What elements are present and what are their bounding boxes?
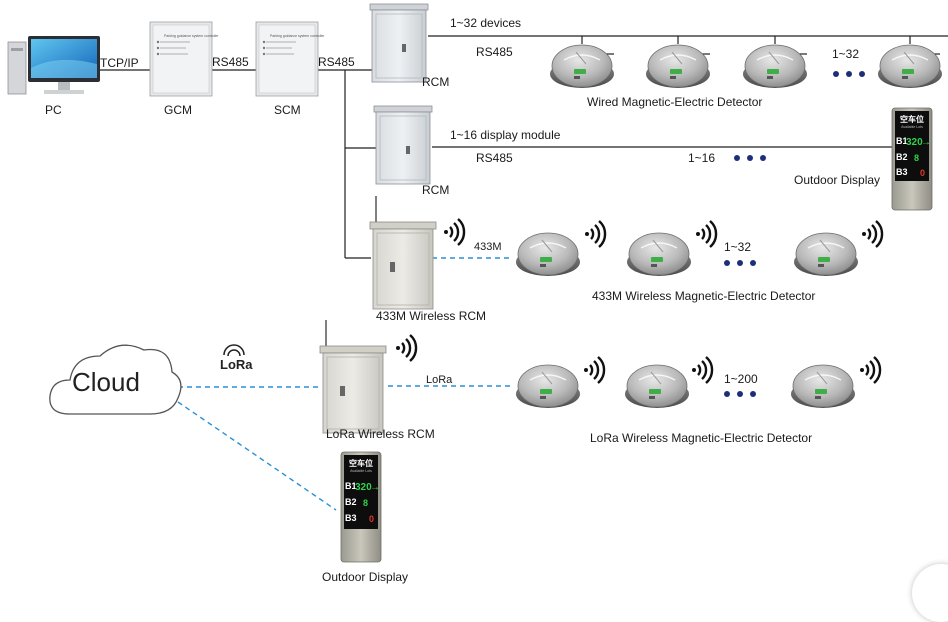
rcm-cabinet-1: [369, 3, 429, 83]
wired-count-label: 1~32: [832, 47, 859, 61]
cloud-icon: [49, 344, 182, 415]
m433-detector-3-signal-icon: [860, 219, 884, 249]
rcm-433m-signal-icon: [442, 217, 466, 247]
outdoor-display-2-label: Outdoor Display: [322, 570, 408, 584]
sign-2-row2-value: 8: [363, 498, 368, 508]
lora-ellipsis-dots: [724, 391, 756, 397]
sign-2-row3-value: 0: [369, 514, 374, 524]
m433-detector-2-signal-icon: [694, 219, 718, 249]
network-topology-diagram: PC TCP/IP GCM Parking guidance system co…: [7, 3, 948, 584]
wireless-connections: [177, 257, 510, 511]
display-ellipsis-dots: [734, 155, 766, 161]
m433-count-label: 1~32: [724, 240, 751, 254]
sign-1-row1-level: B1: [896, 136, 908, 146]
display-count-label: 1~16: [688, 151, 715, 165]
rcm-1-label: RCM: [422, 75, 449, 89]
rs485-row2-label: RS485: [476, 151, 513, 165]
lora-logo-text: LoRa: [220, 357, 253, 372]
lora-detector-caption: LoRa Wireless Magnetic-Electric Detector: [590, 431, 812, 445]
m433-detector-1: [515, 232, 581, 277]
pc-label: PC: [45, 103, 62, 117]
sign-2-row3-level: B3: [345, 513, 357, 523]
wired-detector-1: [549, 44, 615, 89]
gcm-panel-text: Parking guidance system controller: [164, 34, 219, 38]
rcm-lora-cabinet: [319, 319, 387, 434]
sign-1-header: 空车位: [900, 114, 924, 124]
sign-2-row1-arrow: →: [370, 482, 380, 493]
scm-label: SCM: [274, 103, 301, 117]
rcm-lora-label: LoRa Wireless RCM: [326, 427, 435, 441]
lora-detector-2-signal-icon: [690, 355, 714, 385]
sign-2-header: 空车位: [349, 458, 373, 468]
sign-2-sub: Available Lots: [350, 469, 372, 473]
wired-detector-n: [877, 44, 943, 89]
tcpip-label: TCP/IP: [100, 56, 139, 70]
m433-ellipsis-dots: [724, 260, 756, 266]
m433-link-label: 433M: [474, 241, 502, 253]
rcm-2-label: RCM: [422, 183, 449, 197]
m433-detector-caption: 433M Wireless Magnetic-Electric Detector: [592, 289, 815, 303]
pc-icon: [7, 36, 100, 95]
rs485-scm-rcm-label: RS485: [318, 55, 355, 69]
rcm-cabinet-2: [373, 105, 433, 185]
sign-1-row1-value: 320: [906, 137, 923, 148]
lora-detector-2: [624, 364, 690, 409]
wired-connections: [96, 35, 948, 259]
sign-1-sub: Available Lots: [901, 125, 923, 129]
sign-1-row3-level: B3: [896, 167, 908, 177]
wired-detector-3: [742, 44, 808, 89]
lora-count-label: 1~200: [724, 372, 758, 386]
wired-detector-2: [645, 44, 711, 89]
lora-detector-3: [790, 364, 856, 409]
wired-ellipsis-dots: [833, 71, 865, 77]
wired-devices-label: 1~32 devices: [450, 16, 521, 30]
outdoor-display-sign-1: 空车位 Available Lots B1 320 → B2 8 B3 0: [891, 107, 933, 211]
sign-2-row2-level: B2: [345, 497, 357, 507]
outdoor-display-sign-2: 空车位 Available Lots B1 320 → B2 8 B3 0: [340, 451, 382, 563]
m433-detector-1-signal-icon: [583, 219, 607, 249]
cloud-label: Cloud: [72, 367, 140, 397]
sign-1-row2-value: 8: [914, 153, 919, 163]
rs485-gcm-scm-label: RS485: [212, 55, 249, 69]
sign-1-row2-level: B2: [896, 152, 908, 162]
display-modules-label: 1~16 display module: [450, 128, 561, 142]
rcm-lora-signal-icon: [394, 333, 418, 363]
gcm-label: GCM: [164, 103, 192, 117]
rcm-433m-cabinet: [369, 195, 437, 310]
lora-link-label: LoRa: [426, 374, 453, 386]
m433-detector-2: [626, 232, 692, 277]
lora-logo: LoRa: [220, 344, 253, 372]
lora-detector-3-signal-icon: [858, 355, 882, 385]
sign-1-row1-arrow: →: [921, 137, 931, 148]
sign-2-row1-value: 320: [355, 482, 372, 493]
sign-1-row3-value: 0: [920, 168, 925, 178]
wired-detector-caption: Wired Magnetic-Electric Detector: [587, 95, 762, 109]
m433-detector-3: [793, 232, 859, 277]
scm-panel-text: Parking guidance system controller: [270, 34, 325, 38]
rs485-row1-label: RS485: [476, 45, 513, 59]
lora-detector-1-signal-icon: [582, 355, 606, 385]
outdoor-display-1-label: Outdoor Display: [794, 173, 880, 187]
sign-2-row1-level: B1: [345, 481, 357, 491]
diagram-canvas: PC TCP/IP GCM Parking guidance system co…: [7, 3, 948, 584]
lora-detector-1: [515, 364, 581, 409]
rcm-433m-label: 433M Wireless RCM: [376, 309, 486, 323]
